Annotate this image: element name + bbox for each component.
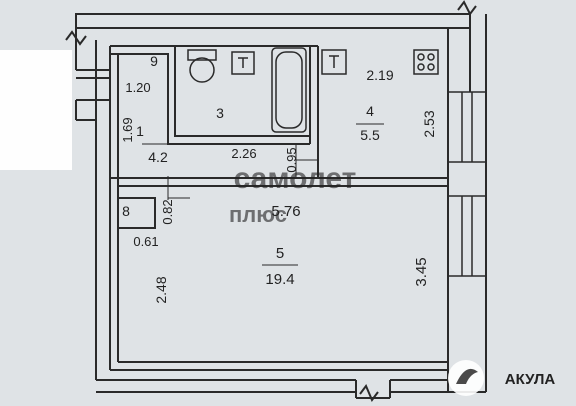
room-5-area: 19.4 xyxy=(265,271,294,288)
watermark-line2: плюс xyxy=(229,202,287,227)
sink-icon xyxy=(231,51,255,75)
dimension-lines xyxy=(76,99,318,200)
room-4-area: 5.5 xyxy=(360,127,380,143)
dim-2-48: 2.48 xyxy=(153,276,169,303)
dim-2-53: 2.53 xyxy=(421,110,437,137)
dim-2-26: 2.26 xyxy=(231,146,256,161)
blur-patch xyxy=(0,50,72,170)
dim-0-82: 0.82 xyxy=(160,199,175,224)
dim-1-20: 1.20 xyxy=(125,80,150,95)
room-4-number: 4 xyxy=(366,103,374,119)
stove-icon xyxy=(413,49,439,75)
dim-2-19: 2.19 xyxy=(366,67,393,83)
dim-1-69: 1.69 xyxy=(120,117,135,142)
room-3-number: 3 xyxy=(216,105,224,121)
dim-5-76: 5.76 xyxy=(271,203,300,220)
brand-name: АКУЛА xyxy=(505,371,556,388)
dim-0-61: 0.61 xyxy=(133,234,158,249)
toilet-icon xyxy=(187,49,217,83)
room-8-number: 8 xyxy=(122,203,130,219)
room-9-number: 9 xyxy=(150,53,158,69)
kitchen-sink-icon xyxy=(321,49,347,75)
room-5-number: 5 xyxy=(276,245,284,262)
interior-walls xyxy=(76,45,448,371)
room-1-number: 1 xyxy=(136,123,144,139)
dim-0-95: 0.95 xyxy=(284,147,299,172)
bathtub-icon xyxy=(271,47,307,133)
room-1-area: 4.2 xyxy=(148,149,168,165)
logo-icon xyxy=(448,360,484,396)
dim-3-45: 3.45 xyxy=(413,257,430,286)
watermark-line1: самолет xyxy=(234,162,357,195)
windows xyxy=(447,91,487,277)
